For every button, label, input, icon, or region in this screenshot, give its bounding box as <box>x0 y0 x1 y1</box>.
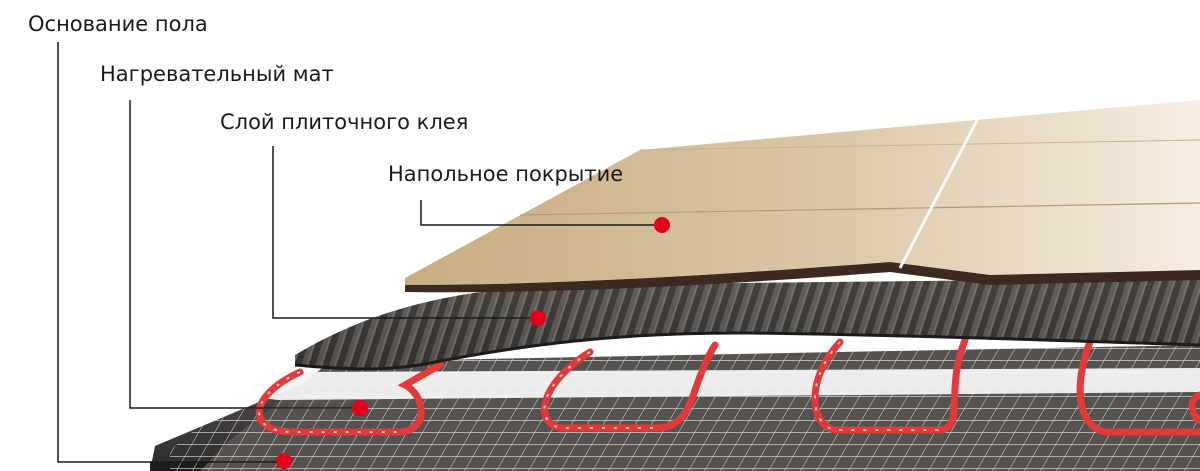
floor-covering-layer <box>405 100 1200 293</box>
tile-adhesive-layer <box>294 278 1200 371</box>
marker-dot-cover <box>654 217 670 233</box>
leader-line-base <box>57 42 284 463</box>
marker-dot-base <box>276 453 292 469</box>
leader-line-mat <box>129 100 360 409</box>
marker-dot-glue <box>530 310 546 326</box>
label-heating-mat: Нагревательный мат <box>100 62 334 86</box>
label-floor-base: Основание пола <box>28 12 208 36</box>
marker-dot-mat <box>352 400 368 416</box>
leader-line-cover <box>420 200 662 226</box>
leader-line-glue <box>272 146 538 319</box>
label-tile-adhesive: Слой плиточного клея <box>220 110 469 134</box>
label-floor-covering: Напольное покрытие <box>388 162 624 186</box>
